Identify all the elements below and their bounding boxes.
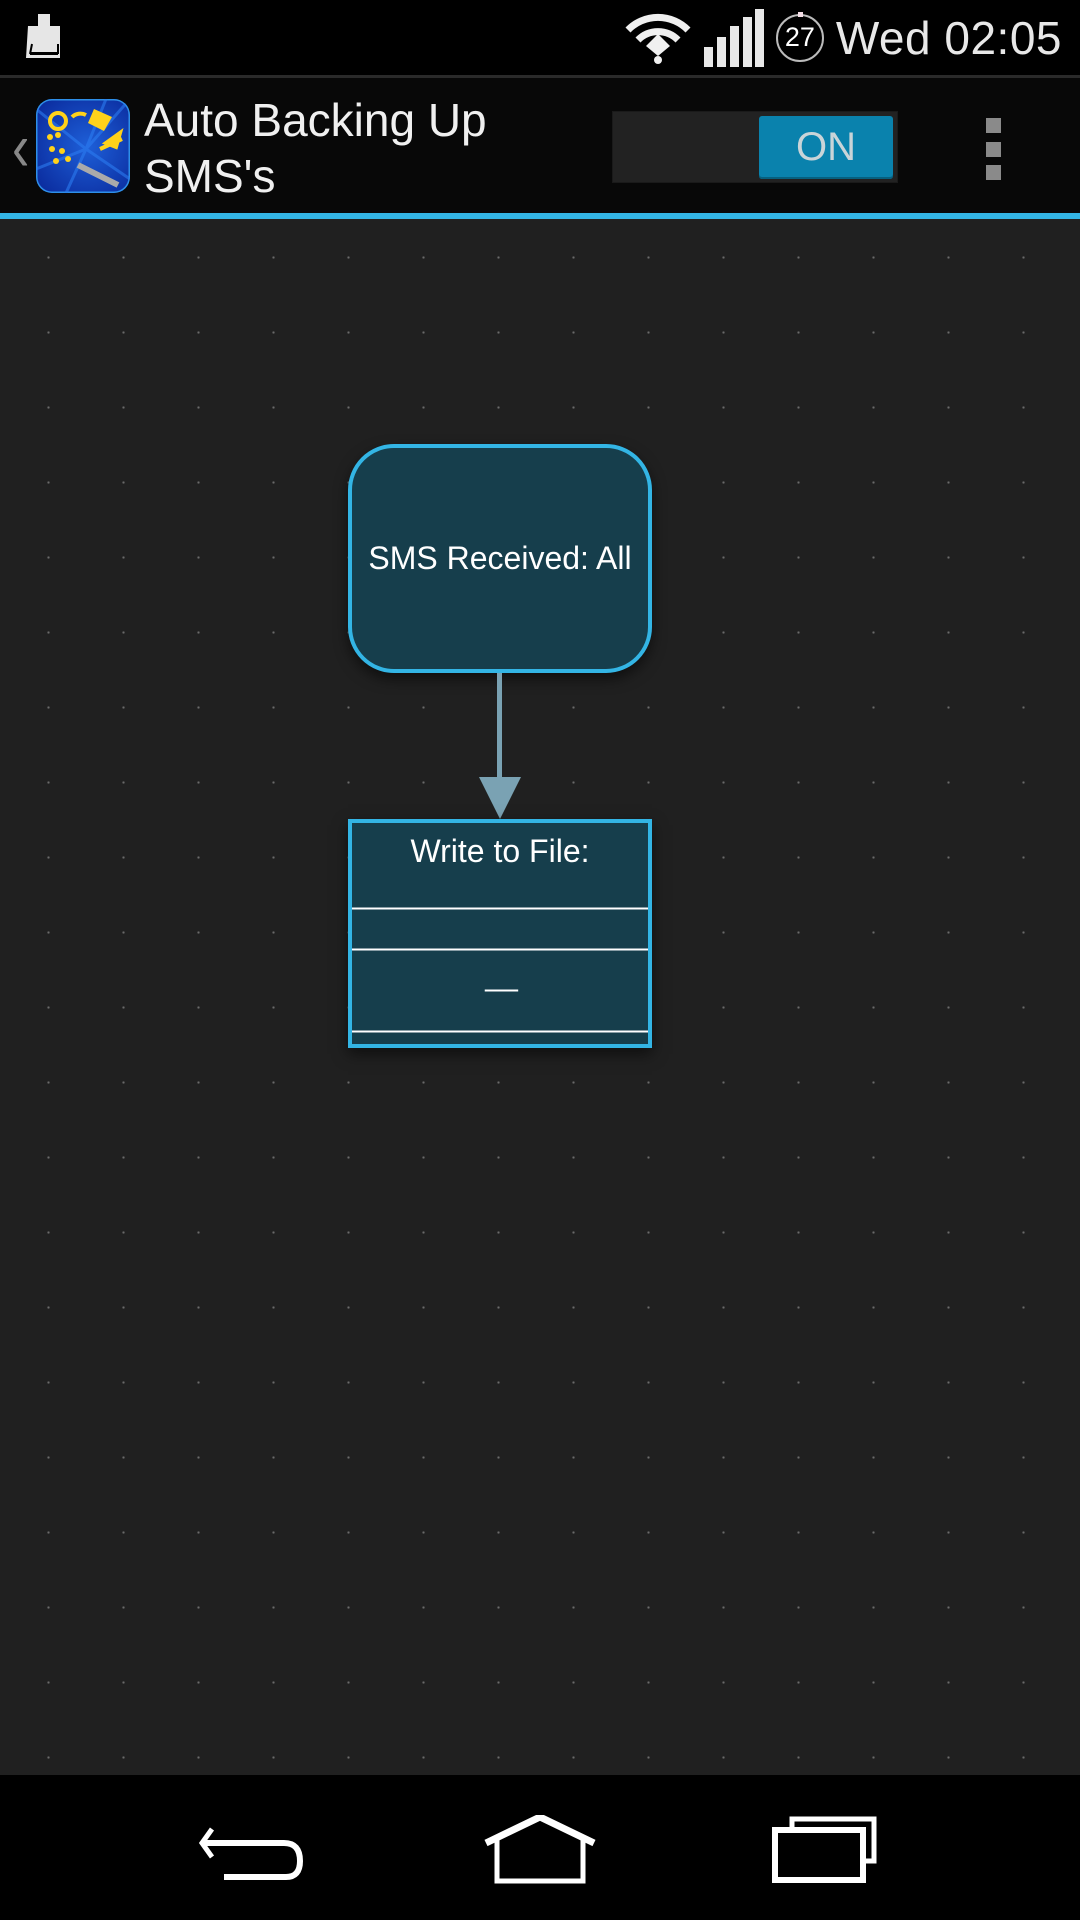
wifi-icon <box>625 13 691 64</box>
toggle-thumb[interactable]: ON <box>759 116 893 179</box>
magic-wand-app-icon[interactable] <box>36 99 130 193</box>
status-bar: 27 Wed 02:05 <box>0 0 1080 75</box>
notification-count-badge: 27 <box>775 11 824 62</box>
recent-apps-icon[interactable] <box>768 1815 888 1885</box>
signal-bars-icon <box>703 8 764 67</box>
back-icon[interactable] <box>192 1815 312 1885</box>
status-icons: 27 Wed 02:05 <box>624 0 1062 75</box>
action-node-line: ____________________ <box>352 874 648 910</box>
status-clock: Wed 02:05 <box>835 11 1062 64</box>
action-node-line: ____________________ <box>352 997 648 1033</box>
trigger-node[interactable]: SMS Received: All <box>348 444 652 673</box>
title-line-1: Auto Backing Up <box>144 94 487 146</box>
action-node-line: __ <box>485 956 518 992</box>
action-node-label: Write to File: <box>410 833 590 869</box>
action-node[interactable]: Write to File: ____________________ ____… <box>348 819 652 1048</box>
macro-flow-canvas[interactable]: SMS Received: All Write to File: _______… <box>0 219 1080 1775</box>
action-bar: ‹ Auto Backing Up SMS's ON <box>0 78 1080 213</box>
page-title: Auto Backing Up SMS's <box>144 92 487 204</box>
status-divider <box>0 75 1080 78</box>
home-icon[interactable] <box>480 1815 600 1885</box>
title-line-2: SMS's <box>144 150 276 202</box>
macro-enable-toggle[interactable]: ON <box>612 111 898 183</box>
cleaner-broom-icon <box>26 14 60 58</box>
chevron-left-icon[interactable]: ‹ <box>12 110 30 186</box>
action-bar-accent-line <box>0 213 1080 219</box>
navigation-bar <box>0 1775 1080 1920</box>
action-node-line: ____________________ <box>352 915 648 951</box>
trigger-node-label: SMS Received: All <box>368 540 632 576</box>
arrow-down-icon <box>479 777 521 819</box>
overflow-menu-icon[interactable] <box>986 118 1002 180</box>
flow-connector <box>497 673 502 783</box>
